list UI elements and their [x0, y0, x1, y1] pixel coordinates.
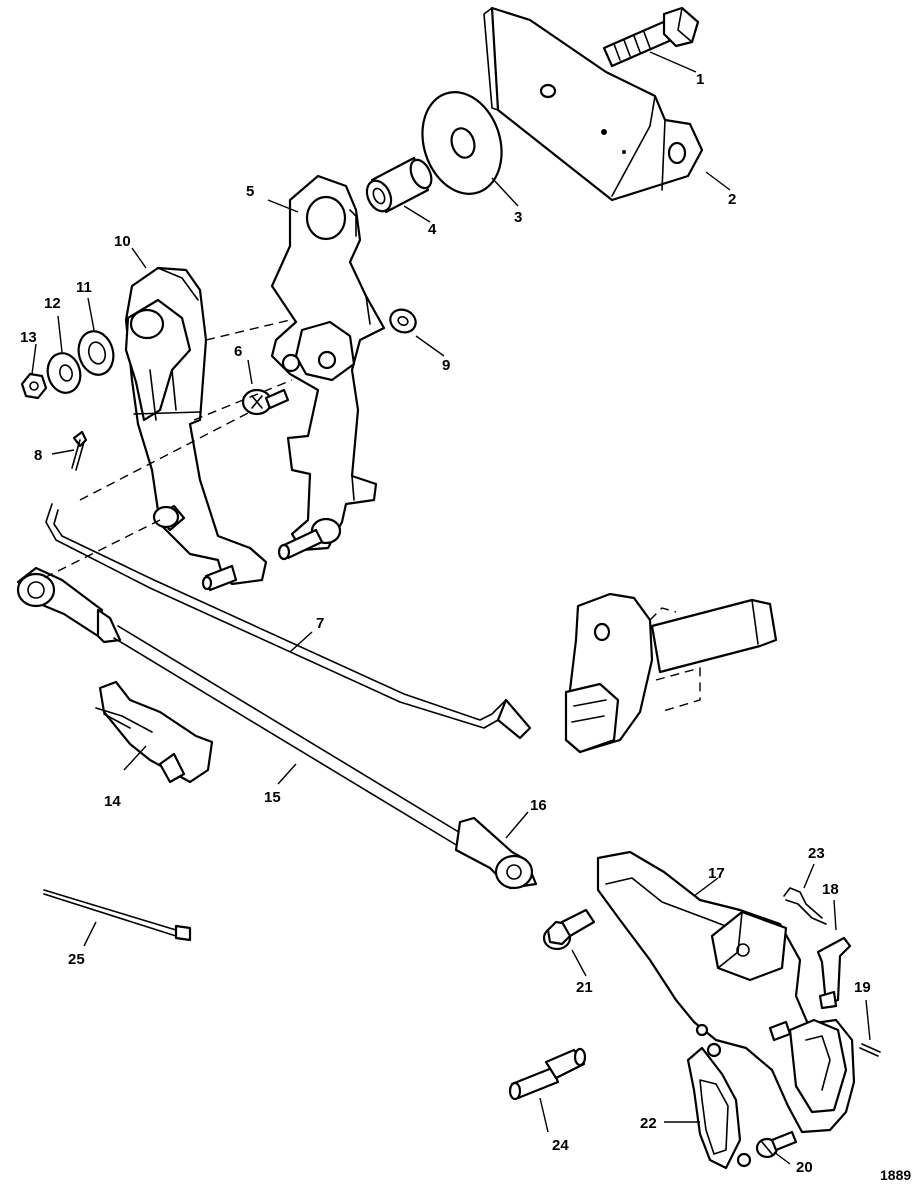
callout-19: 19	[854, 979, 871, 996]
part-9-small-washer	[389, 308, 417, 334]
callout-17: 17	[708, 865, 725, 882]
callout-9: 9	[442, 357, 450, 374]
assembly-alignment-lines	[39, 319, 293, 581]
callout-1: 1	[696, 71, 704, 88]
part-23-hairpin-clip	[783, 887, 827, 925]
part-18-clip	[816, 936, 852, 1010]
callout-7: 7	[316, 615, 324, 632]
part-10-lever-arm	[124, 266, 268, 592]
callout-15: 15	[264, 789, 281, 806]
part-2-mounting-bracket	[483, 6, 704, 202]
callout-18: 18	[822, 881, 839, 898]
callout-5: 5	[246, 183, 254, 200]
callout-3: 3	[514, 209, 522, 226]
part-20-screw	[755, 1130, 798, 1159]
part-7-throttle-rod	[45, 503, 532, 740]
callout-12: 12	[44, 295, 61, 312]
callout-2: 2	[728, 191, 736, 208]
callout-14: 14	[104, 793, 121, 810]
callout-25: 25	[68, 951, 85, 968]
callout-23: 23	[808, 845, 825, 862]
part-12-washer	[46, 352, 82, 394]
part-21-flange-bolt	[542, 908, 596, 951]
callout-8: 8	[34, 447, 42, 464]
part-16-rod-end	[454, 816, 538, 890]
callout-10: 10	[114, 233, 131, 250]
callout-22: 22	[640, 1115, 657, 1132]
part-15-link-rod	[16, 566, 463, 847]
callout-21: 21	[576, 979, 593, 996]
callout-24: 24	[552, 1137, 569, 1154]
part-24-stepped-pin	[508, 1047, 587, 1101]
callout-11: 11	[76, 279, 92, 296]
callout-20: 20	[796, 1159, 813, 1176]
part-6-screw	[241, 388, 290, 416]
part-13-nut	[20, 372, 48, 400]
part-11-washer	[77, 330, 115, 376]
part-19-pin	[859, 1043, 881, 1057]
part-22-clip-handle	[686, 1046, 752, 1170]
figure-number: 1889	[880, 1167, 911, 1183]
part-3-large-washer	[421, 91, 503, 195]
callout-13: 13	[20, 329, 37, 346]
part-8-cotter-pin	[71, 430, 88, 471]
part-1-bolt	[602, 6, 700, 68]
callout-labels: 1 2 3 4 5 6 7 8 9 10 11 12 13 14 15 16 1…	[20, 71, 911, 1183]
part-17-control-bracket	[596, 850, 856, 1134]
leader-lines	[31, 51, 871, 1165]
callout-16: 16	[530, 797, 547, 814]
callout-4: 4	[428, 221, 437, 238]
callout-6: 6	[234, 343, 242, 360]
part-14-clip	[95, 680, 214, 784]
reference-shaft-assembly	[564, 592, 778, 754]
part-4-spacer-sleeve	[365, 156, 433, 214]
part-25-cable-tie	[43, 889, 192, 942]
part-5-lever-plate	[270, 174, 386, 561]
